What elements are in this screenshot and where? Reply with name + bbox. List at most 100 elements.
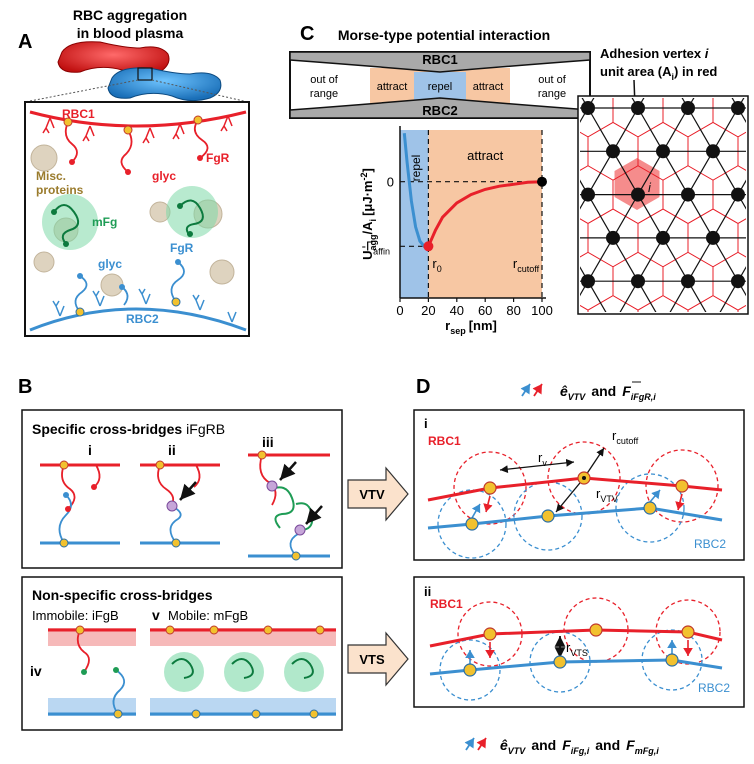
mesh-vertex (631, 274, 645, 289)
anchor-points-blue (75, 297, 181, 317)
mesh-vertex (681, 101, 695, 115)
vertex-i-label: i (648, 180, 652, 195)
out-of-range-left: out of (310, 74, 338, 86)
out-of-range-left-2: range (310, 88, 338, 100)
y-tick-gamma: -Γaffin (362, 238, 390, 256)
y-axis-label: Uagg/Ai[μJ·m-2] (359, 168, 378, 260)
mesh-vertex (656, 318, 670, 332)
vtv-arrow: VTV (347, 466, 409, 522)
d-i-rvtv-label: rVTV (596, 486, 618, 504)
blue-blood-cell-icon (107, 67, 222, 102)
r0-label: r0 (432, 256, 441, 274)
mesh-vertex (556, 144, 570, 158)
panel-a-title-2: in blood plasma (77, 25, 184, 41)
curve-marker (423, 241, 434, 252)
mesh-vertex (731, 101, 745, 115)
mesh-vertex (506, 318, 520, 332)
vts-arrow: VTS (347, 631, 409, 687)
curve-marker (537, 176, 547, 187)
mesh-title: Adhesion vertex i (600, 46, 709, 61)
mfg-sphere-left (42, 194, 98, 250)
vtv-arrow-label: VTV (359, 487, 385, 502)
repel-zone (414, 72, 466, 100)
d-i-rbc1-label: RBC1 (428, 434, 461, 448)
mesh-vertex (481, 361, 495, 375)
fgr-label-top: FgR (206, 151, 230, 165)
mesh-vertex (731, 187, 745, 202)
glyc-label-top: glyc (152, 169, 176, 183)
panel-a: A RBC aggregation in blood plasma RBC1 (18, 7, 250, 337)
vts-arrow-label: VTS (359, 652, 385, 667)
mesh-vertex (606, 318, 620, 332)
schematic-rbc2 (289, 97, 591, 119)
mesh-vertex (731, 361, 745, 375)
misc-proteins-label-2: proteins (36, 183, 84, 197)
chart-repel-label: repel (409, 155, 423, 182)
rbc1-membrane (29, 110, 247, 128)
schematic-rbc1-label: RBC1 (422, 52, 457, 67)
panel-d-i-label: i (424, 416, 428, 431)
mesh-vertex (606, 144, 620, 159)
panel-label-b: B (18, 376, 32, 398)
mfg-sphere-right (166, 186, 218, 238)
mesh-vertex (631, 187, 645, 202)
glycocalyx-blue (52, 288, 237, 323)
attract-curve (427, 180, 543, 247)
out-of-range-right: out of (538, 74, 566, 86)
mesh-vertex (581, 187, 595, 202)
config-v: v (152, 607, 160, 623)
red-blood-cell-icon (57, 41, 170, 76)
mesh-vertex (556, 318, 570, 332)
mesh-vertex (706, 230, 720, 245)
receptor-tips-blue (77, 259, 181, 290)
mfg-label: mFg (92, 215, 117, 229)
d-ii-rbc2-label: RBC2 (698, 681, 730, 695)
misc-proteins-label: Misc. (36, 169, 66, 183)
panel-c: C Morse-type potential interaction RBC1 … (289, 23, 591, 336)
adhesion-mesh-panel: Adhesion vertex i unit area (Ai) in red … (481, 46, 749, 375)
glycocalyx-red (42, 115, 233, 144)
panel-label-d: D (416, 376, 430, 398)
mesh-vertex (556, 231, 570, 245)
panel-d-ii-box (413, 576, 745, 708)
fgr-label-bottom: FgR (170, 241, 194, 255)
mesh-vertex (656, 230, 670, 245)
nonspecific-title: Non-specific cross-bridges (32, 587, 213, 603)
mesh-vertex (581, 361, 595, 375)
config-ii: ii (168, 442, 176, 458)
anchor-points-red (63, 115, 203, 135)
mesh-vertex (606, 230, 620, 245)
attract-label-left: attract (377, 81, 408, 93)
panel-label-c: C (300, 23, 314, 45)
mesh-vertex (581, 101, 595, 115)
rbc1-label: RBC1 (62, 107, 95, 121)
triangular-mesh (481, 98, 746, 375)
y-tick-zero: 0 (387, 175, 394, 190)
mesh-vertex (731, 274, 745, 289)
panel-label-a: A (18, 31, 32, 53)
schematic-rbc1 (289, 51, 591, 73)
repel-label: repel (428, 81, 452, 93)
receptor-tips-red (69, 155, 203, 175)
mesh-vertex (706, 144, 720, 159)
mesh-vertex (681, 361, 695, 375)
mesh-title-2: unit area (Ai) in red (600, 64, 717, 82)
x-tick-label: 20 (421, 303, 435, 318)
chart-attract-label: attract (467, 148, 504, 163)
mesh-vertex (656, 144, 670, 159)
rbc2-label: RBC2 (126, 312, 159, 326)
d-i-rbc2-label: RBC2 (694, 537, 726, 551)
x-tick-label: 100 (531, 303, 553, 318)
x-axis-label: rsep[nm] (445, 318, 497, 336)
d-ii-rvts-label: rVTS (566, 640, 588, 658)
d-i-rv-label: rv (538, 450, 547, 468)
config-i: i (88, 442, 92, 458)
curve-markers (423, 176, 547, 252)
